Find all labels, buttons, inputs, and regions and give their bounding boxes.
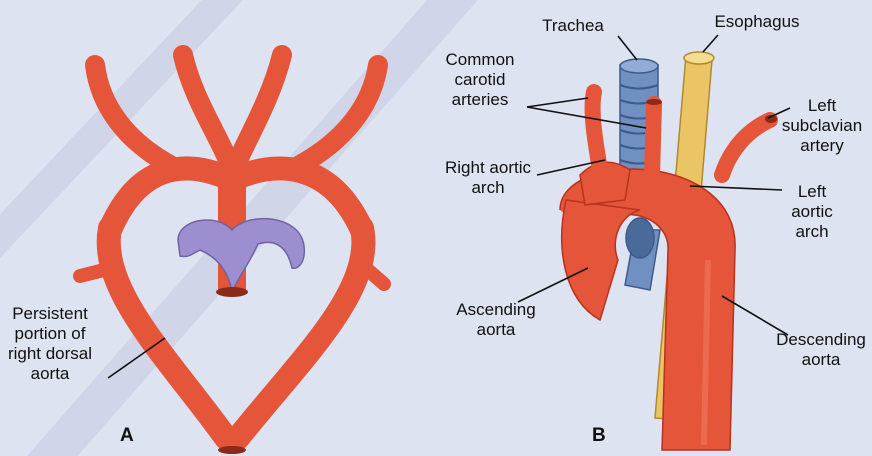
label-esophagus: Esophagus [702,12,812,32]
label-common-carotid-arteries: Common carotid arteries [430,50,530,110]
label-left-aortic-arch: Left aortic arch [782,182,842,242]
panel-b-drawing [560,52,777,450]
panel-label-a: A [120,425,134,447]
label-left-subclavian-artery: Left subclavian artery [772,96,872,156]
side-branch-left [80,270,104,276]
bronchus-opening [626,218,654,258]
side-branch-right [368,270,384,284]
panel-label-b: B [592,425,606,447]
leader-trachea [618,36,637,60]
label-descending-aorta: Descending aorta [770,330,872,370]
left-common-carotid [652,104,654,175]
branch-right [238,55,282,160]
leader-carotid-right [527,98,588,107]
label-right-aortic-arch: Right aortic arch [432,158,544,198]
left-subclavian [722,120,770,175]
ascending-aorta [562,200,640,320]
dorsal-aorta-opening [218,446,246,454]
right-common-carotid [593,92,600,170]
branch-left [183,55,228,160]
trunk-opening [216,287,248,297]
left-carotid-opening [646,99,662,105]
leader-esophagus [703,35,718,52]
label-persistent-right-dorsal-aorta: Persistent portion of right dorsal aorta [0,304,100,384]
esophagus-opening [684,52,714,64]
label-ascending-aorta: Ascending aorta [446,300,546,340]
trachea-opening [620,59,658,73]
label-trachea: Trachea [528,16,618,36]
descending-aorta-highlight [704,260,708,445]
